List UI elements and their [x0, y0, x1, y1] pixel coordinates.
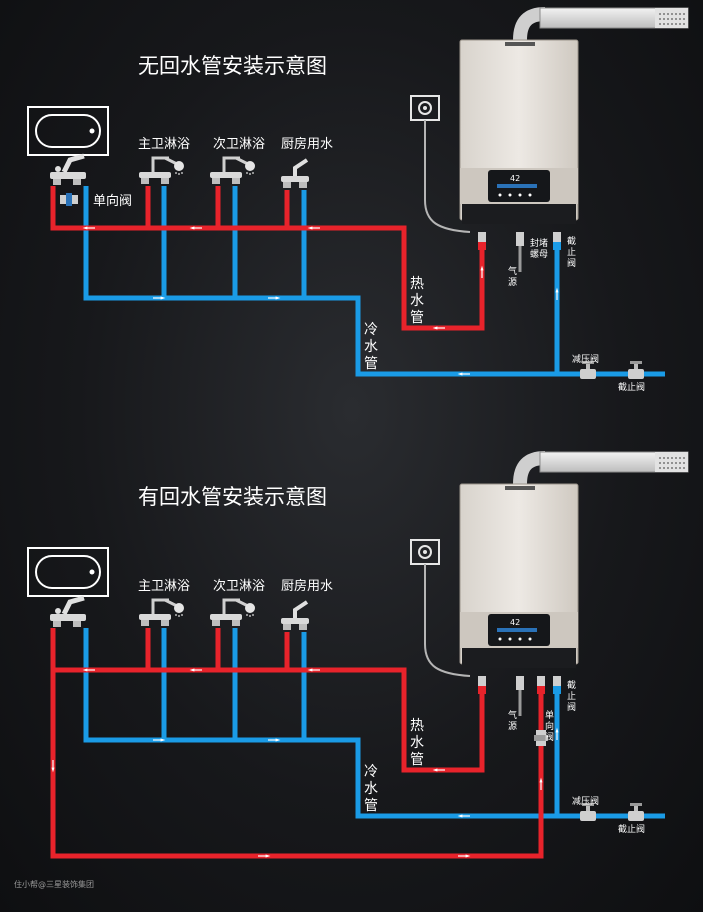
- diagram1-title: 无回水管安装示意图: [138, 54, 327, 78]
- check-valve-label: 阀: [545, 732, 554, 743]
- valve-icon: [628, 803, 644, 821]
- cold-pipe-label: 管: [364, 356, 378, 372]
- gas-hose: [424, 120, 471, 233]
- faucet-icon: [279, 158, 311, 190]
- stop-valve-side-label: 截: [567, 679, 576, 691]
- chimney-duct-icon: [513, 451, 689, 485]
- shower-icon: [208, 156, 257, 186]
- diagram1-display: 42: [510, 174, 520, 183]
- gas-socket-icon: [410, 95, 440, 121]
- diagram2-title: 有回水管安装示意图: [138, 485, 327, 509]
- fixture-label: 厨房用水: [281, 578, 333, 594]
- gas-hose: [424, 564, 471, 677]
- check-valve-label: 单向阀: [93, 193, 132, 209]
- check-valve-icon: [60, 193, 78, 206]
- stop-valve-side-label: 截: [567, 235, 576, 247]
- cold-pipe-label: 水: [364, 781, 378, 797]
- flow-arrow: [82, 226, 559, 376]
- cold-pipe-label: 水: [364, 339, 378, 355]
- hot-pipe-label: 热: [410, 718, 424, 734]
- check-valve-label: 单: [545, 709, 554, 721]
- shower-icon: [137, 598, 186, 628]
- check-valve-icon: [534, 730, 548, 746]
- fixture-label: 主卫淋浴: [138, 579, 190, 594]
- gas-label: 气: [508, 709, 517, 721]
- diagram-with-return-pipe: 有回水管安装示意图 42: [27, 451, 689, 859]
- faucet-icon: [50, 156, 86, 185]
- fixture-label: 主卫淋浴: [138, 137, 190, 152]
- bathtub-icon: [27, 106, 109, 156]
- boiler-icon: 42: [459, 39, 579, 224]
- hot-pipe-label: 热: [410, 276, 424, 292]
- chimney-duct-icon: [513, 7, 689, 41]
- fixture-label: 厨房用水: [281, 136, 333, 152]
- stop-valve-side-label: 阀: [567, 258, 576, 269]
- gas-socket-icon: [410, 539, 440, 565]
- stop-valve-label: 截止阀: [618, 381, 645, 393]
- faucet-icon: [50, 598, 86, 627]
- cold-pipe-label: 管: [364, 798, 378, 814]
- watermark: 住小帮@三星装饰集团: [14, 880, 94, 889]
- fixture-label: 次卫淋浴: [213, 136, 265, 152]
- valve-icon: [628, 361, 644, 379]
- diagram2-display: 42: [510, 618, 520, 627]
- gas-label: 气: [508, 265, 517, 277]
- flow-arrow: [51, 668, 559, 858]
- fixture-label: 次卫淋浴: [213, 578, 265, 594]
- shower-icon: [137, 156, 186, 186]
- hot-return-pipe: [50, 670, 544, 859]
- cold-pipe-label: 冷: [364, 322, 378, 338]
- shower-icon: [208, 598, 257, 628]
- hot-pipe-label: 水: [410, 735, 424, 751]
- stop-valve-side-label: 止: [567, 690, 576, 702]
- gas-label: 源: [508, 721, 517, 732]
- stop-valve-side-label: 阀: [567, 702, 576, 713]
- cold-pipe-label: 冷: [364, 764, 378, 780]
- pressure-valve-label: 减压阀: [572, 353, 599, 365]
- stop-valve-side-label: 止: [567, 246, 576, 258]
- hot-pipe-label: 管: [410, 752, 424, 768]
- seal-nut-label: 封堵: [530, 237, 548, 249]
- stop-valve-label: 截止阀: [618, 823, 645, 835]
- hot-water-pipe: [50, 186, 485, 331]
- boiler-connections: [478, 676, 561, 716]
- bathtub-icon: [27, 547, 109, 597]
- boiler-connections: [478, 232, 561, 272]
- hot-pipe-label: 管: [410, 310, 424, 326]
- hot-pipe-label: 水: [410, 293, 424, 309]
- check-valve-label: 向: [545, 720, 554, 732]
- seal-nut-label: 螺母: [530, 249, 548, 260]
- gas-label: 源: [508, 277, 517, 288]
- boiler-icon: 42: [459, 483, 579, 668]
- pressure-valve-label: 减压阀: [572, 795, 599, 807]
- diagram-no-return-pipe: 无回水管安装示意图 42: [27, 7, 689, 393]
- faucet-icon: [279, 600, 311, 632]
